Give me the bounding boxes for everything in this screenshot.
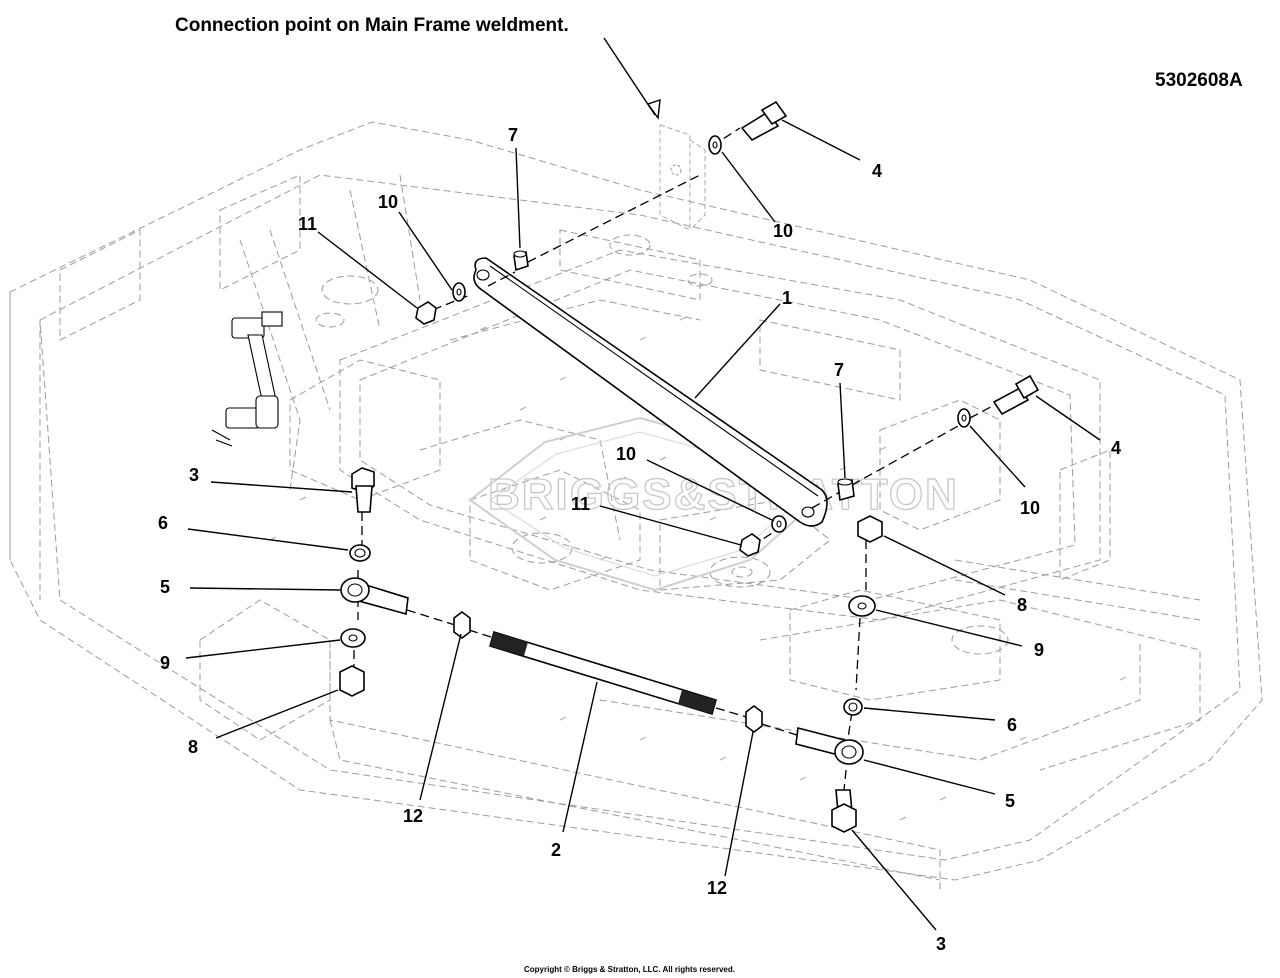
spacer-part-7-upper (513, 250, 529, 272)
callout-5-right: 5 (1005, 791, 1015, 811)
callout-10-center: 10 (616, 444, 636, 464)
watermark-text: BRIGGS&STRATTON (488, 470, 959, 519)
nut-part-8-right (857, 515, 883, 543)
bolt-part-4-upper (740, 100, 788, 142)
bushing-part-6-left (349, 544, 371, 562)
callout-5-left: 5 (160, 577, 170, 597)
bushing-part-6-right (843, 698, 863, 716)
bolt-part-3-lower (831, 789, 857, 833)
callout-labels: 7 4 10 10 11 1 7 4 10 10 11 3 6 5 9 8 8 … (158, 125, 1121, 954)
callout-8-left: 8 (188, 737, 198, 757)
callout-10-upper-right: 10 (773, 221, 793, 241)
callout-9-left: 9 (160, 653, 170, 673)
main-frame-bracket (659, 124, 706, 231)
copyright-notice: Copyright © Briggs & Stratton, LLC. All … (524, 965, 735, 974)
callout-6-left: 6 (158, 513, 168, 533)
callout-10-lower-right: 10 (1020, 498, 1040, 518)
washer-part-10-right (957, 408, 971, 428)
callout-6-right: 6 (1007, 715, 1017, 735)
threaded-rod-part-2 (489, 630, 717, 716)
washer-part-10-lower (771, 515, 787, 533)
leader-lines (185, 37, 1101, 931)
callout-8-right: 8 (1017, 595, 1027, 615)
nut-part-11-lower (739, 533, 761, 557)
washer-part-10-upper (708, 135, 722, 155)
callout-7-lower: 7 (834, 360, 844, 380)
callout-11-upper: 11 (298, 214, 317, 234)
drawing-number: 5302608A (1155, 70, 1243, 91)
washer-part-9-left (340, 628, 366, 648)
brand-watermark: BRIGGS&STRATTON (468, 416, 959, 592)
rod-end-part-5-left (340, 577, 409, 616)
nut-part-11-upper (415, 301, 437, 325)
steering-linkage (211, 311, 283, 447)
callout-3-upper: 3 (189, 465, 199, 485)
callout-2: 2 (551, 840, 561, 860)
callout-4-lower: 4 (1111, 438, 1121, 458)
nut-part-8-left (339, 665, 365, 697)
jam-nut-part-12-left (453, 611, 471, 639)
spacer-part-7-lower (837, 478, 855, 502)
callout-11-center: 11 (571, 494, 590, 514)
bolt-part-4-lower (992, 374, 1040, 416)
callout-7-upper: 7 (508, 125, 518, 145)
washer-part-9-right (848, 595, 876, 617)
callout-9-right: 9 (1034, 640, 1044, 660)
deck-ghost-outline (9, 121, 1263, 890)
callout-12-left: 12 (403, 806, 423, 826)
assembly-centerlines (353, 127, 1001, 791)
rod-end-part-5-right (795, 726, 864, 765)
link-bar-part-1 (473, 257, 828, 527)
callout-12-right: 12 (707, 878, 727, 898)
deck-openings (315, 234, 1009, 655)
connection-point-note: Connection point on Main Frame weldment. (175, 15, 569, 36)
jam-nut-part-12-right (745, 705, 763, 733)
callout-1: 1 (782, 288, 792, 308)
washer-part-10-mid (452, 282, 466, 302)
callout-10-upper-left: 10 (378, 192, 398, 212)
callout-4-upper: 4 (872, 161, 882, 181)
callout-3-lower: 3 (936, 934, 946, 954)
bolt-part-3-upper (351, 467, 375, 513)
